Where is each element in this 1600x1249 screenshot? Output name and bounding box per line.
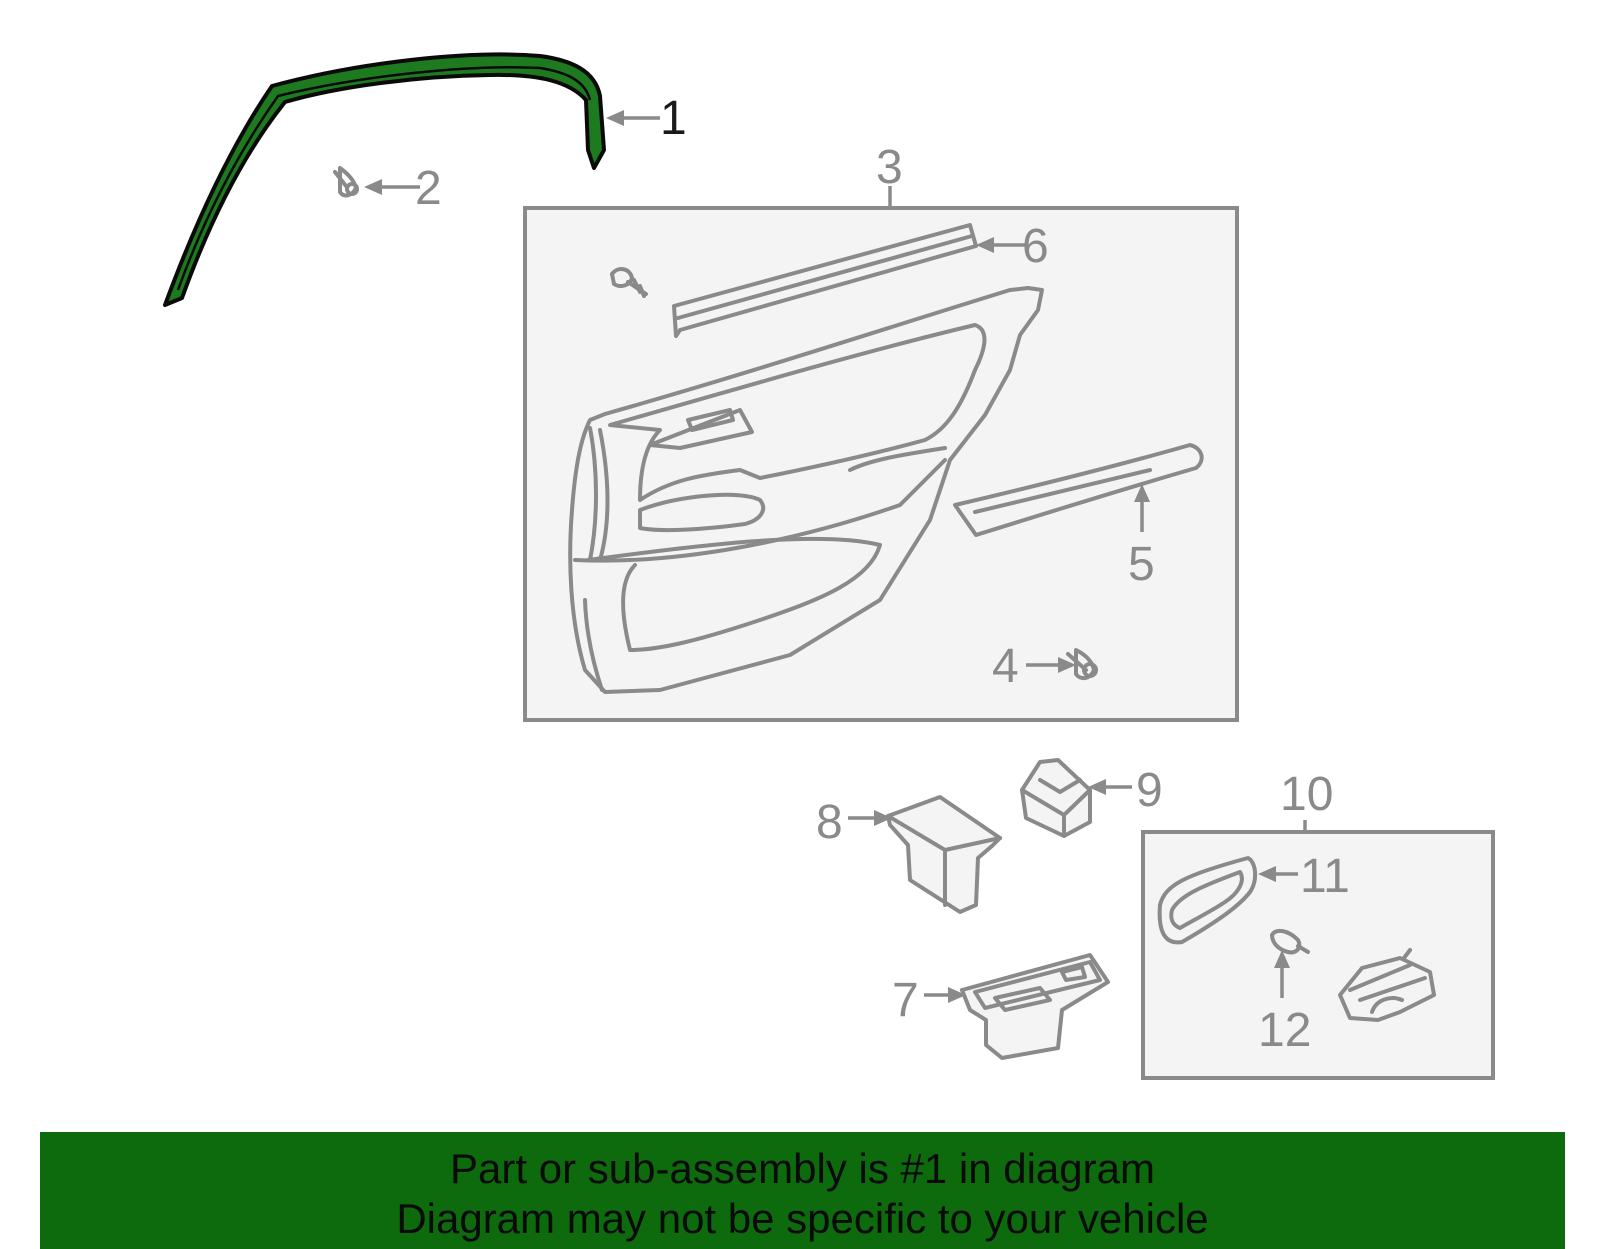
lamp-housing[interactable] [1338, 948, 1436, 1022]
callout-10: 10 [1280, 768, 1333, 821]
part-6-trim-strip[interactable] [672, 223, 978, 338]
callout-12: 12 [1258, 1004, 1311, 1057]
callout-6: 6 [1022, 220, 1049, 273]
banner-line-1: Part or sub-assembly is #1 in diagram [450, 1145, 1155, 1192]
callout-4: 4 [992, 640, 1019, 693]
part-12-bulb[interactable] [1270, 928, 1310, 955]
callout-11: 11 [1300, 850, 1350, 903]
banner-line-2: Diagram may not be specific to your vehi… [396, 1195, 1209, 1242]
part-9-switch[interactable] [1020, 758, 1092, 838]
callout-2: 2 [415, 162, 442, 215]
callout-5: 5 [1128, 538, 1155, 591]
part-2-clip[interactable] [333, 166, 359, 198]
info-banner: Part or sub-assembly is #1 in diagram Di… [40, 1132, 1565, 1249]
callout-8: 8 [816, 796, 843, 849]
part-8-cover[interactable] [886, 795, 1002, 914]
part-7-switch-bezel[interactable] [960, 953, 1110, 1060]
callout-9: 9 [1136, 764, 1163, 817]
part-4-screw[interactable] [1066, 648, 1098, 681]
part-5-armrest-strip[interactable] [953, 443, 1204, 537]
part-1-weatherstrip[interactable] [163, 52, 606, 307]
part-11-bezel[interactable] [1157, 856, 1257, 945]
callout-arrows [364, 110, 1298, 1003]
callout-7: 7 [892, 974, 919, 1027]
door-trim-panel[interactable] [568, 286, 1044, 694]
panel-screw[interactable] [610, 267, 648, 298]
callout-1: 1 [660, 92, 687, 145]
callout-3: 3 [876, 141, 903, 194]
